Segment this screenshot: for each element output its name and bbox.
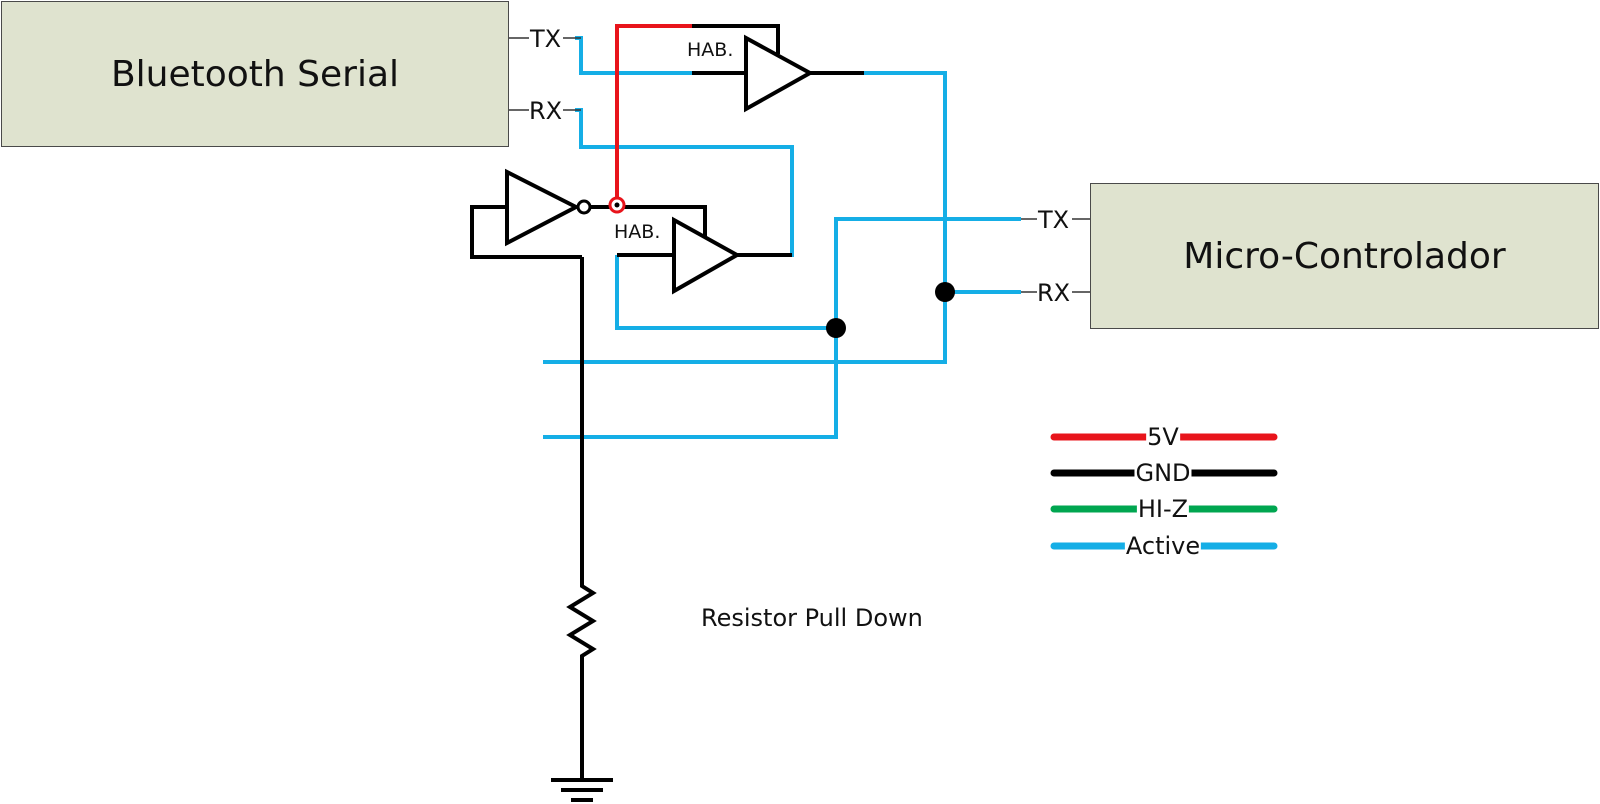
inverter-bubble xyxy=(576,199,592,215)
wire-pulldown xyxy=(566,257,597,780)
wire-bt-tx-to-buffer1 xyxy=(575,36,692,75)
legend-label-hi-z: HI-Z xyxy=(1136,495,1190,523)
buffer1-enable-label: HAB. xyxy=(687,39,734,61)
bt-rx-label: RX xyxy=(529,97,563,125)
buffer2-enable-label: HAB. xyxy=(614,221,661,243)
wire-buffer1-enable xyxy=(692,24,780,54)
junction-mc-rx xyxy=(935,282,955,302)
mc-tx-label: TX xyxy=(1038,206,1070,234)
wire-buffer2-in-to-junction xyxy=(615,255,836,330)
ground-symbol xyxy=(551,778,613,802)
legend-label-5v: 5V xyxy=(1146,423,1180,451)
bt-tx-label: TX xyxy=(530,25,562,53)
tristate-buffer-2 xyxy=(672,216,742,295)
legend-label-active: Active xyxy=(1124,532,1202,560)
legend-label-gnd: GND xyxy=(1134,459,1192,487)
bluetooth-serial-block: Bluetooth Serial xyxy=(1,1,509,147)
junction-mc-tx xyxy=(826,318,846,338)
tristate-buffer-1 xyxy=(744,34,815,113)
microcontroller-title: Micro-Controlador xyxy=(1183,235,1506,277)
mc-rx-label: RX xyxy=(1037,279,1071,307)
junction-5v-center xyxy=(614,202,620,208)
inverter-gate xyxy=(505,168,581,247)
wire-5v-supply xyxy=(615,24,692,207)
bluetooth-serial-title: Bluetooth Serial xyxy=(110,53,400,95)
resistor-label: Resistor Pull Down xyxy=(701,604,923,632)
wire-inverter-feedback xyxy=(470,205,582,259)
microcontroller-block: Micro-Controlador xyxy=(1090,183,1599,329)
wire-inverter-output xyxy=(591,205,707,236)
